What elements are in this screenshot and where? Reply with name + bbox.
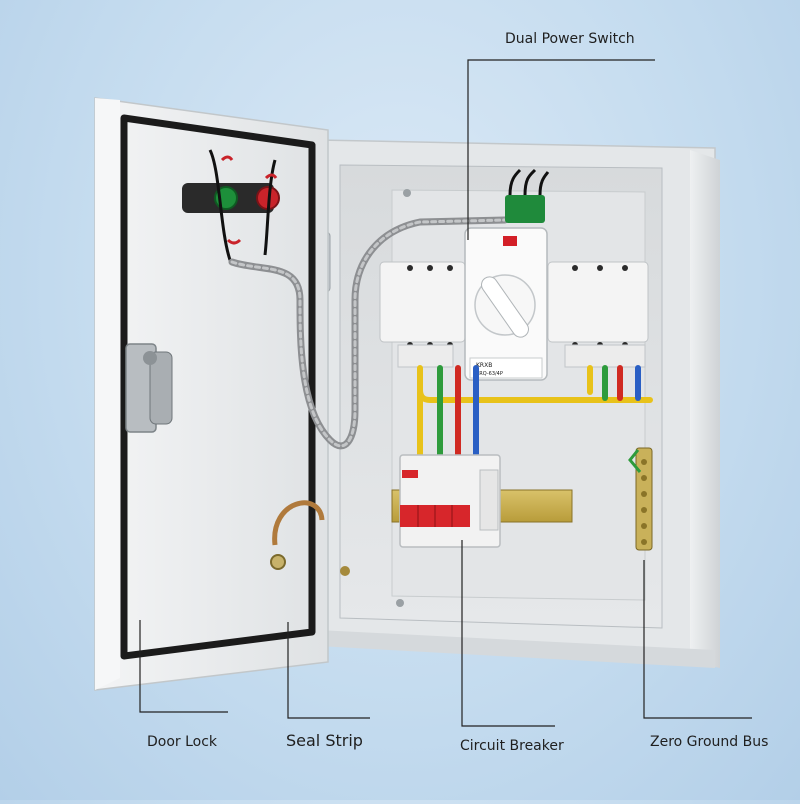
power-wires — [417, 365, 653, 463]
cabinet-door — [94, 97, 329, 691]
callout-line-circuit-breaker — [461, 540, 555, 727]
zero-ground-bus — [628, 447, 653, 551]
callout-circuit-breaker: Circuit Breaker — [460, 738, 564, 754]
seal-strip-gasket — [120, 114, 316, 660]
switch-model-label: KRQ-63/4P — [476, 371, 503, 377]
callout-line-zero-ground-bus — [643, 560, 752, 719]
callout-door-lock: Door Lock — [147, 734, 218, 750]
callout-line-door-lock — [139, 620, 228, 713]
switch-brand-label: KRXB — [476, 362, 492, 369]
callout-zero-ground-bus: Zero Ground Bus — [650, 734, 769, 750]
door-lock-handle — [125, 343, 173, 433]
ground-strap — [270, 500, 325, 570]
callout-dual-power-switch: Dual Power Switch — [505, 31, 635, 47]
callout-lines — [139, 59, 752, 727]
wire-harness — [228, 216, 509, 450]
callout-seal-strip: Seal Strip — [286, 731, 363, 750]
circuit-breaker — [391, 454, 573, 548]
dual-power-switch: KRXB KRQ-63/4P — [379, 168, 649, 381]
callout-line-seal-strip — [287, 622, 370, 719]
indicator-lights — [182, 149, 280, 261]
callout-line-dual-power-switch — [467, 59, 655, 240]
